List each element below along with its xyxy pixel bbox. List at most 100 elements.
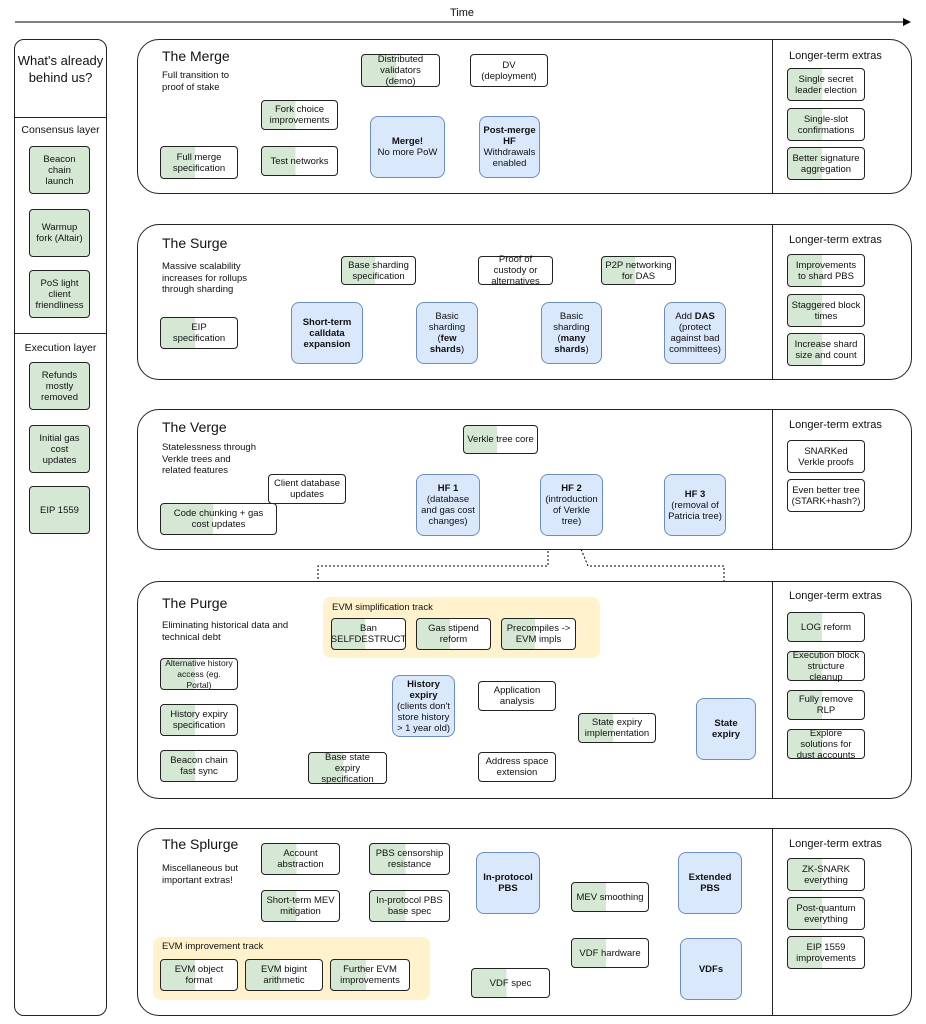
history-expiry-desc: (clients don't store history > 1 year ol… [396,700,451,734]
hf2-desc: (introduction of Verkle tree) [545,494,598,527]
client-db-node: Client database updates [268,474,346,504]
hf3-milestone: HF 3(removal of Patricia tree) [664,474,726,536]
merge-title: The Merge [162,48,230,64]
merge-extra: Single-slot confirmations [787,108,865,141]
consensus-heading: Consensus layer [21,124,100,136]
das-milestone: Add DAS (protect against bad committees) [664,302,726,364]
evm-simplification-track-label: EVM simplification track [332,602,433,613]
history-expiry-label: History expiry [407,678,440,701]
basic-few-emph: few shards [429,333,461,355]
merge-subtitle: Full transition to proof of stake [162,70,230,93]
state-expiry-impl-node: State expiry implementation [578,713,656,743]
base-state-expiry-node: Base state expiry specification [308,752,387,785]
verge-extras-title: Longer-term extras [789,419,882,431]
basic-few-text: Basic sharding ( [428,311,466,344]
evm-bigint-node: EVM bigint arithmetic [245,959,323,991]
extended-pbs-milestone: Extended PBS [678,852,742,914]
p2p-das-node: P2P networking for DAS [601,256,676,285]
basic-few-close: ) [460,344,465,355]
ban-selfdestruct-node: Ban SELFDESTRUCT [331,618,406,650]
hf2-label: HF 2 [561,483,582,494]
surge-extras-title: Longer-term extras [789,234,882,246]
surge-divider [772,224,773,380]
consensus-item: Warmup fork (Altair) [29,209,90,257]
calldata-expansion-milestone: Short-term calldata expansion [291,302,363,364]
vdf-hardware-node: VDF hardware [571,938,649,968]
dv-demo-node: Distributed validators (demo) [361,54,440,87]
purge-extra: Fully remove RLP [787,690,865,720]
merge-extra: Better signature aggregation [787,147,865,180]
further-evm-node: Further EVM improvements [330,959,410,991]
post-merge-hf-desc: Withdrawals enabled [483,147,536,169]
verge-divider [772,409,773,550]
precompiles-node: Precompiles -> EVM impls [501,618,576,650]
basic-sharding-few-milestone: Basic sharding (few shards) [416,302,478,364]
purge-extra: Explore solutions for dust accounts [787,728,865,761]
basic-many-close: ) [585,344,589,355]
verkle-core-node: Verkle tree core [463,425,538,454]
eip-spec-node: EIP specification [160,317,238,349]
vdf-spec-node: VDF spec [471,968,550,998]
mev-smoothing-node: MEV smoothing [571,882,649,912]
splurge-title: The Splurge [162,836,239,852]
merge-extra: Single secret leader election [787,68,865,101]
merge-milestone-label: Merge! [391,136,424,147]
pbs-censorship-node: PBS censorship resistance [369,843,450,875]
execution-item: EIP 1559 [29,486,90,534]
mev-mitigation-node: Short-term MEV mitigation [261,890,340,922]
execution-item: Refunds mostly removed [29,362,90,410]
hf1-desc: (database and gas cost changes) [421,494,475,527]
purge-divider [772,581,773,799]
evm-object-format-node: EVM object format [160,959,238,991]
hf1-label: HF 1 [437,483,459,494]
fork-choice-node: Fork choice improvements [261,100,338,130]
history-title: What's already behind us? [17,53,104,85]
consensus-item: Beacon chain launch [29,146,90,194]
execution-item: Initial gas cost updates [29,425,90,473]
post-merge-hf-label: Post-merge HF [483,125,536,147]
surge-extra: Staggered block times [787,294,865,327]
surge-panel [137,224,912,380]
basic-many-emph: many shards [554,333,586,355]
merge-extras-title: Longer-term extras [789,50,882,62]
purge-extras-title: Longer-term extras [789,590,882,602]
purge-subtitle: Eliminating historical data and technica… [162,620,289,643]
vdfs-milestone: VDFs [680,938,742,1000]
evm-improvement-track-label: EVM improvement track [162,941,264,952]
base-sharding-spec-node: Base sharding specification [341,256,416,285]
das-desc: (protect against bad committees) [669,322,721,355]
splurge-extras-title: Longer-term extras [789,838,882,850]
test-networks-node: Test networks [261,146,338,176]
hf2-milestone: HF 2(introduction of Verkle tree) [540,474,603,536]
consensus-item: PoS light client friendliness [29,270,90,318]
custody-node: Proof of custody or alternatives [478,254,553,287]
gas-stipend-node: Gas stipend reform [416,618,491,650]
das-emph: DAS [694,311,715,322]
merge-milestone-desc: No more PoW [377,147,438,158]
full-merge-spec-node: Full merge specification [160,146,238,179]
verge-extra: Even better tree (STARK+hash?) [787,479,865,512]
surge-extra: Improvements to shard PBS [787,254,865,287]
splurge-divider [772,828,773,1016]
time-axis-label: Time [450,7,475,19]
splurge-subtitle: Miscellaneous but important extras! [162,863,239,886]
merge-milestone: Merge!No more PoW [370,116,445,178]
app-analysis-node: Application analysis [478,681,556,711]
pbs-base-spec-node: In-protocol PBS base spec [369,890,450,922]
surge-title: The Surge [162,235,228,251]
code-chunking-node: Code chunking + gas cost updates [160,503,277,535]
hf1-milestone: HF 1(database and gas cost changes) [416,474,480,536]
in-protocol-pbs-milestone: In-protocol PBS [476,852,540,914]
purge-extra: LOG reform [787,612,865,642]
history-expiry-spec-node: History expiry specification [160,704,238,736]
basic-many-text: Basic sharding ( [553,311,590,344]
history-divider [14,333,107,334]
purge-extra: Execution block structure cleanup [787,650,865,683]
verge-subtitle: Statelessness through Verkle trees and r… [162,442,257,476]
merge-divider [772,39,773,194]
history-expiry-milestone: History expiry(clients don't store histo… [392,675,455,737]
dv-deployment-node: DV (deployment) [470,54,548,87]
das-text: Add [675,311,695,322]
alt-history-node: Alternative history access (eg. Portal) [160,658,238,690]
